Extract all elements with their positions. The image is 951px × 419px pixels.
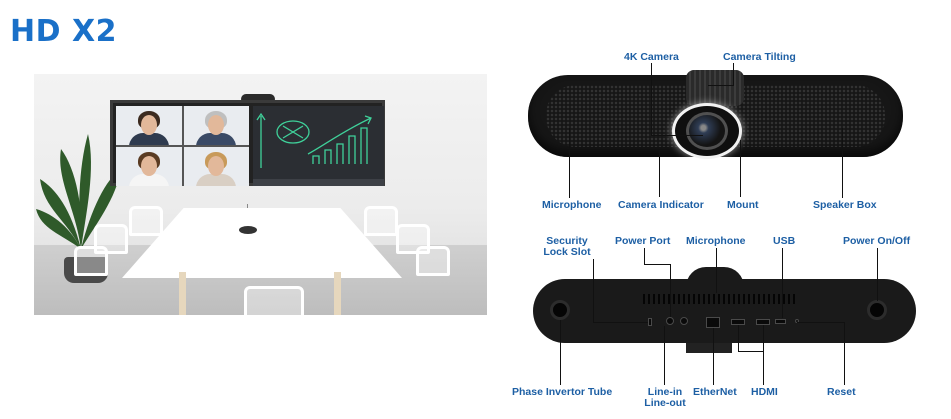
label-camera-indicator: Camera Indicator	[618, 199, 704, 211]
label-speaker-box: Speaker Box	[813, 199, 877, 211]
product-title: HD X2	[10, 14, 117, 49]
label-phase-invertor-tube: Phase Invertor Tube	[512, 386, 613, 398]
security-lock-slot	[648, 318, 652, 326]
leader-line	[733, 63, 734, 85]
leader-line	[797, 322, 844, 323]
table-leg	[334, 272, 341, 315]
leader-line	[560, 320, 561, 385]
room-camera-bar	[241, 94, 275, 104]
leader-line	[738, 325, 739, 351]
leader-line	[877, 248, 878, 301]
participant-tile	[183, 106, 249, 145]
video-participants-grid	[116, 106, 249, 186]
leader-line	[708, 85, 734, 86]
plant-pot	[64, 257, 108, 283]
leader-line	[670, 264, 671, 317]
label-power-on-off: Power On/Off	[843, 235, 911, 247]
usb-port	[775, 319, 786, 324]
label-hdmi: HDMI	[751, 386, 778, 398]
participant-tile	[183, 147, 249, 186]
leader-line	[659, 150, 660, 197]
device-base	[686, 343, 732, 353]
leader-line	[593, 322, 648, 323]
ethernet-port	[706, 317, 720, 328]
label-power-port: Power Port	[615, 235, 671, 247]
label-security-line1: Security	[546, 235, 588, 247]
leader-line	[763, 325, 764, 385]
label-microphone-front: Microphone	[542, 199, 602, 211]
leader-line	[782, 248, 783, 318]
participant-tile	[116, 147, 182, 186]
power-port	[666, 317, 674, 325]
leader-line	[651, 135, 703, 136]
label-microphone-back: Microphone	[686, 235, 746, 247]
chair	[74, 246, 108, 276]
label-4k-camera: 4K Camera	[624, 51, 679, 63]
label-usb: USB	[773, 235, 796, 247]
leader-line	[644, 248, 645, 264]
label-line-in: Line-in	[647, 386, 683, 398]
leader-line	[593, 259, 594, 322]
display-screen	[110, 100, 385, 186]
whiteboard-screen	[253, 106, 384, 186]
chair	[396, 224, 430, 254]
leader-line	[644, 264, 670, 265]
label-security-lock-slot: Security Lock Slot	[532, 236, 602, 258]
leader-line	[844, 322, 845, 385]
label-camera-tilting: Camera Tilting	[723, 51, 796, 63]
label-reset: Reset	[827, 386, 856, 398]
meeting-room-photo	[34, 74, 487, 315]
screen-toolbar	[253, 179, 384, 186]
table-speaker	[239, 226, 257, 234]
table-leg	[179, 272, 186, 315]
label-security-line2: Lock Slot	[543, 246, 591, 258]
label-mount: Mount	[727, 199, 759, 211]
chair	[416, 246, 450, 276]
power-button	[867, 300, 887, 320]
hdmi-port	[731, 319, 745, 325]
chair	[129, 206, 163, 236]
line-port	[680, 317, 688, 325]
leader-line	[569, 128, 570, 198]
phase-invertor-tube	[550, 300, 570, 320]
chair	[244, 286, 304, 315]
leader-line	[664, 326, 665, 385]
leader-line	[651, 63, 652, 135]
leader-line	[842, 128, 843, 198]
device-back-view	[533, 279, 916, 343]
chair	[94, 224, 128, 254]
label-line-in-out: Line-in Line-out	[640, 387, 690, 409]
camera-tilt-knob	[686, 70, 744, 106]
label-line-out: Line-out	[644, 397, 686, 409]
chair	[364, 206, 398, 236]
leader-line	[716, 248, 717, 293]
back-vent	[643, 294, 795, 304]
camera-lens	[686, 112, 728, 150]
plant-illustration	[36, 134, 121, 249]
leader-line	[713, 328, 714, 385]
label-ethernet: EtherNet	[693, 386, 737, 398]
conference-table	[122, 208, 402, 278]
leader-line	[740, 140, 741, 197]
leader-line	[738, 351, 764, 352]
hdmi-port	[756, 319, 770, 325]
whiteboard-drawing	[256, 112, 372, 168]
participant-tile	[116, 106, 182, 145]
